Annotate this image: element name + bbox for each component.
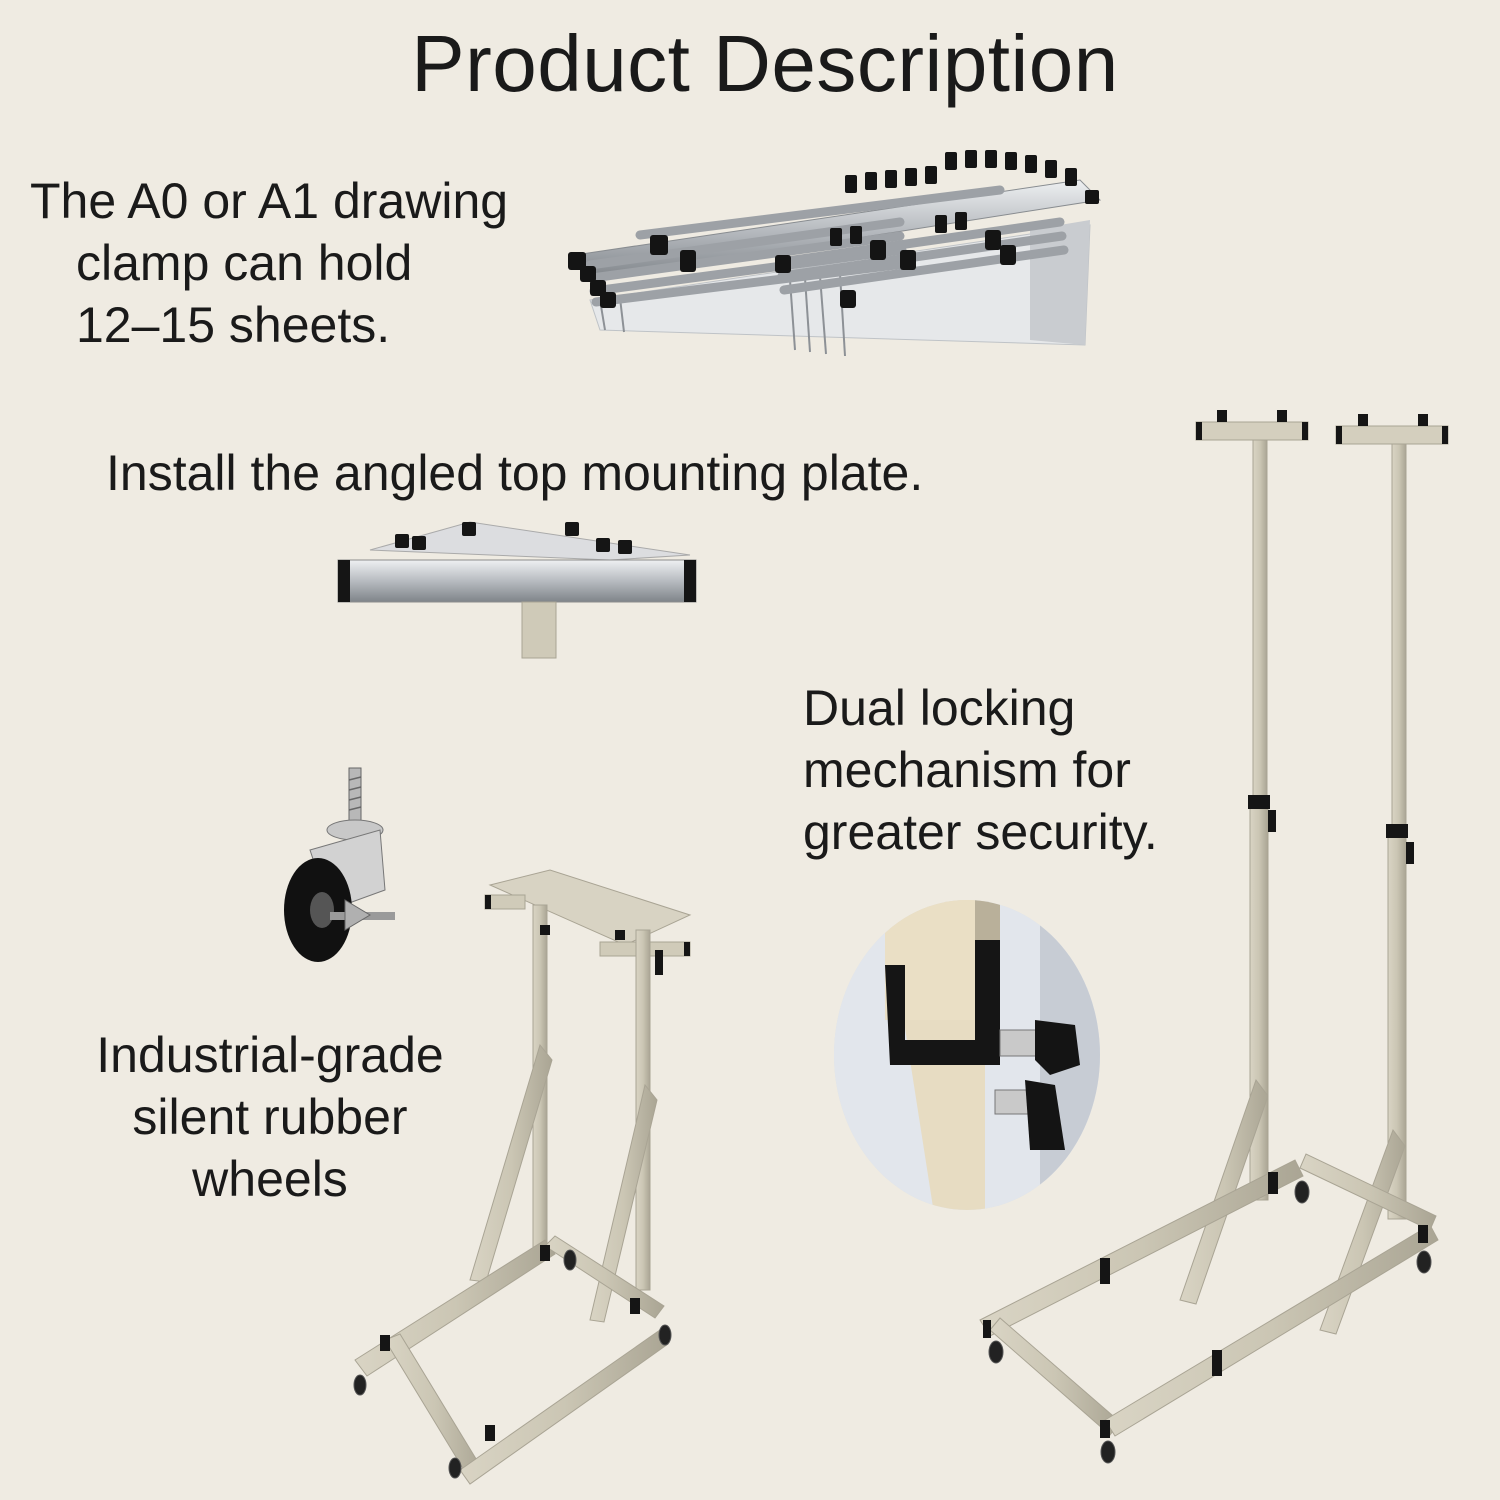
wheels-caption-line: Industrial-grade <box>96 1027 444 1083</box>
lock-caption-line: Dual locking <box>803 680 1076 736</box>
clamp-caption-line: clamp can hold <box>76 235 413 291</box>
wheels-caption-line: wheels <box>192 1151 348 1207</box>
lock-caption: Dual locking mechanism for greater secur… <box>803 677 1223 863</box>
lock-detail-image <box>834 900 1100 1210</box>
plate-caption: Install the angled top mounting plate. <box>106 445 924 501</box>
clamp-caption-line: The A0 or A1 drawing <box>30 173 509 229</box>
page-title: Product Description <box>411 19 1119 108</box>
clamp-caption: The A0 or A1 drawing clamp can hold 12–1… <box>30 170 570 356</box>
wheels-caption-line: silent rubber <box>132 1089 408 1145</box>
caster-wheel-image <box>284 767 395 962</box>
lock-caption-line: greater security. <box>803 804 1158 860</box>
mounting-plate-image <box>337 521 697 659</box>
wheels-caption: Industrial-grade silent rubber wheels <box>60 1024 480 1210</box>
small-cart-image <box>353 869 692 1485</box>
tall-stand-image <box>979 410 1449 1464</box>
drawing-clamp-image <box>568 150 1102 357</box>
clamp-caption-line: 12–15 sheets. <box>76 297 391 353</box>
lock-caption-line: mechanism for <box>803 742 1131 798</box>
